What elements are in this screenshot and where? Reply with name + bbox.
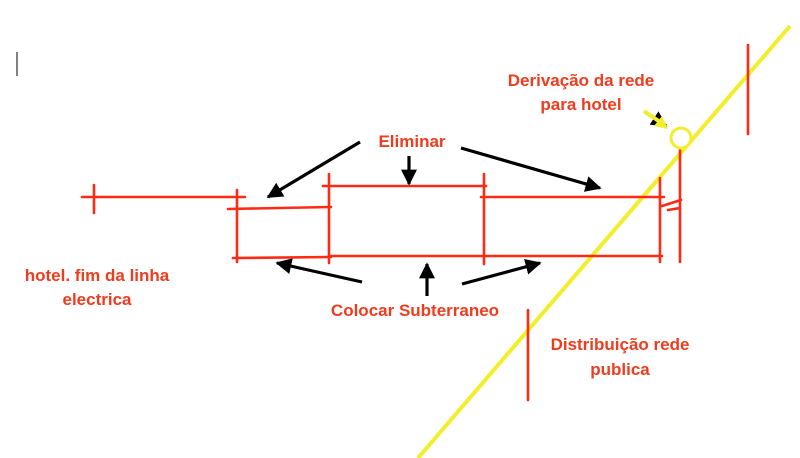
branch-connector-lower [666,206,682,212]
label-hotel-line2: electrica [63,290,133,309]
label-distribuicao-line1: Distribuição rede [551,335,690,354]
arrow-eliminar-left [266,140,361,199]
branch-point-circle [669,126,693,150]
label-derivacao-line2: para hotel [540,95,621,114]
public-distribution-line [416,24,792,458]
arrow-colocar-left [275,258,363,284]
yellow-diagonal-line [416,24,792,458]
power-line-network [80,43,750,402]
label-derivacao-line1: Derivação da rede [508,71,654,90]
yellow-pointer-arrowhead [654,116,668,129]
arrow-colocar-right [461,259,542,286]
lower-segment-left [231,255,333,260]
arrow-eliminar-right [460,146,602,192]
label-hotel-line1: hotel. fim da linha [25,266,170,285]
label-eliminar: Eliminar [378,132,445,151]
label-distribuicao-line2: publica [590,360,650,379]
branch-connector [660,198,683,208]
label-colocar-subterraneo: Colocar Subterraneo [331,301,499,320]
upper-segment-left [226,205,333,211]
